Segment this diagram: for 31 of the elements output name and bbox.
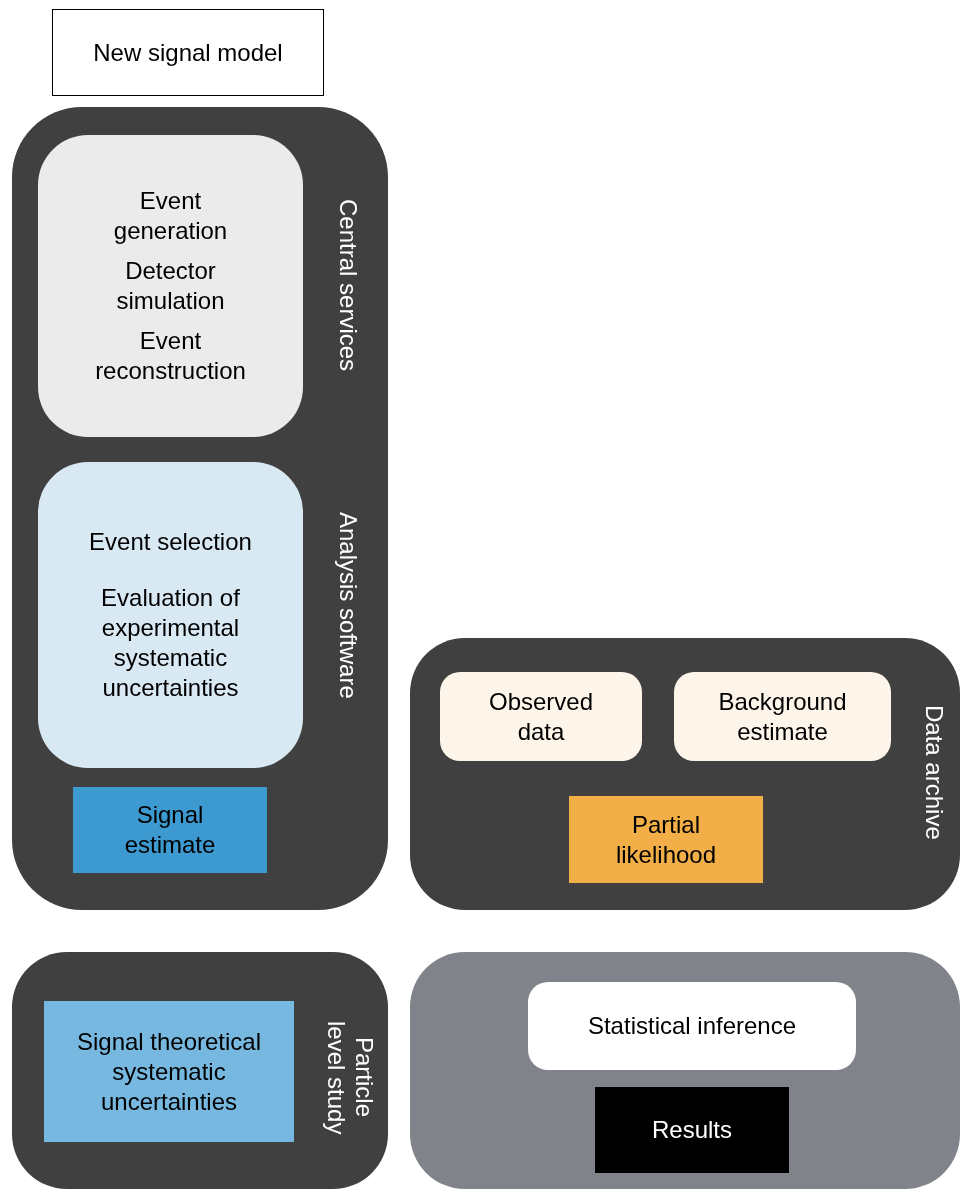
panel-title: Particle level study [322,1019,378,1137]
box-label: Event generation [112,186,229,246]
results-box [595,1087,789,1173]
panel [410,952,960,1189]
likelihood-box [569,796,763,883]
box-label: Evaluation of experimental systematic uncertainties [100,583,241,703]
rounded-box [38,135,303,437]
box-label: Signal estimate [123,800,217,860]
model-box [52,9,324,96]
panel-title: Data archive [920,704,948,842]
rounded-box [528,982,856,1070]
box-label: Background estimate [717,686,848,747]
rounded-box [674,672,891,761]
box-label: Partial likelihood [614,809,718,870]
box-label: Detector simulation [115,256,226,316]
panel [410,638,960,910]
panel [12,952,388,1189]
box-label: Statistical inference [587,1011,797,1041]
panel-title: Analysis software [334,510,362,701]
panel [12,107,388,910]
rounded-box [440,672,642,761]
estimate-box [73,787,267,873]
box-label: Event selection [89,527,252,557]
box-label: Signal theoretical systematic uncertainties [75,1026,263,1117]
rounded-box [38,462,303,768]
box-label: Observed data [487,686,595,747]
panel-title: Central services [334,197,362,374]
box-label: New signal model [93,37,283,68]
box-label: Event reconstruction [94,326,247,386]
box-label: Results [652,1115,732,1145]
uncertainty-box [44,1001,294,1142]
